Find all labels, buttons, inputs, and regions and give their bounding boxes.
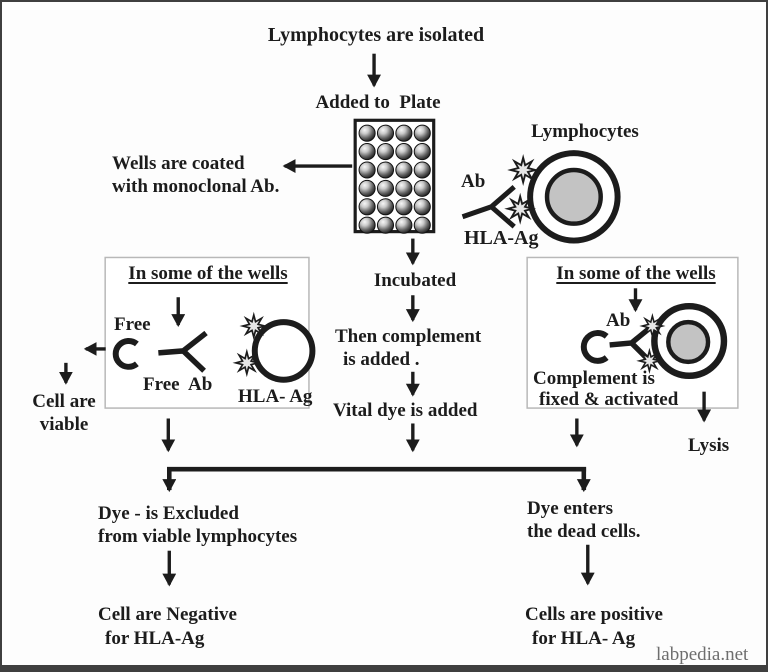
rightbox-illustration	[580, 302, 728, 379]
bottom-border-bar	[2, 665, 766, 670]
plate-well	[413, 124, 431, 142]
plate-well	[358, 179, 376, 197]
cell-viable-line2: viable	[39, 414, 89, 435]
plate-well	[376, 161, 395, 179]
leftbox-title: In some of the wells	[128, 263, 288, 284]
plate-well	[395, 179, 413, 197]
step-incubated: Incubated	[373, 270, 457, 291]
plate-well	[358, 198, 376, 216]
leftbox-hla-ag-label: HLA- Ag	[238, 386, 313, 407]
hla-antigen-burst-icon	[241, 314, 266, 338]
plate-well	[395, 216, 413, 234]
plate-well	[413, 198, 431, 216]
cell-viable-line1: Cell are	[32, 391, 96, 412]
rightbox-ab-label: Ab	[606, 310, 631, 331]
plate-wells	[358, 124, 431, 234]
cell-with-antigen	[251, 319, 316, 383]
hla-antigen-burst-icon	[506, 195, 534, 222]
step-complement-line2: is added .	[343, 349, 420, 370]
hla-antigen-burst-icon	[509, 156, 537, 184]
plate-well	[413, 143, 431, 161]
microtiter-plate	[353, 118, 436, 234]
leftbox-illustration	[112, 314, 316, 383]
plate-well	[413, 161, 431, 179]
wells-coated-line1: Wells are coated	[112, 153, 245, 174]
plate-well	[358, 216, 376, 234]
hla-antigen-burst-icon	[234, 351, 259, 375]
hla-antigen-burst-icon	[641, 315, 664, 337]
plate-well	[358, 161, 376, 179]
complement-fixed-line2: fixed & activated	[539, 389, 679, 410]
complement-fixed-line1: Complement is	[533, 368, 655, 389]
wells-coated-line2: with monoclonal Ab.	[112, 176, 280, 197]
plate-well	[395, 161, 413, 179]
plate-well	[413, 216, 431, 234]
plate-well	[376, 124, 395, 142]
negative-line2: from viable lymphocytes	[98, 526, 298, 547]
step-lymphocytes-isolated: Lymphocytes are isolated	[267, 24, 485, 46]
antibody-icon	[461, 185, 516, 229]
plate-well	[395, 124, 413, 142]
plate-well	[395, 198, 413, 216]
cell-nucleus	[544, 167, 603, 226]
step-vital-dye: Vital dye is added	[333, 400, 478, 421]
plate-well	[358, 124, 376, 142]
free-ab-label: Free Ab	[143, 374, 213, 395]
free-antibody-icon	[158, 330, 208, 373]
lymphocyte-cell-illustration	[461, 150, 621, 244]
rightbox-title: In some of the wells	[556, 263, 716, 284]
hla-ag-label: HLA-Ag	[464, 227, 539, 249]
negative-line1: Dye - is Excluded	[98, 503, 239, 524]
positive-line2: the dead cells.	[527, 521, 641, 542]
lysis-label: Lysis	[688, 435, 730, 456]
step-complement-line1: Then complement	[335, 326, 482, 347]
negative-result1: Cell are Negative	[98, 604, 237, 625]
negative-result2: for HLA-Ag	[105, 628, 205, 649]
step-added-to-plate: Added to Plate	[315, 92, 441, 113]
free-complement-icon	[112, 338, 139, 370]
free-complement-label: Free	[114, 314, 151, 335]
plate-well	[376, 198, 395, 216]
positive-result2: for HLA- Ag	[532, 628, 636, 649]
positive-line1: Dye enters	[527, 498, 613, 519]
ab-label: Ab	[461, 171, 486, 192]
plate-well	[358, 143, 376, 161]
plate-well	[376, 179, 395, 197]
cell-nucleus	[666, 319, 711, 365]
plate-well	[395, 143, 413, 161]
flow-arrows	[58, 53, 712, 587]
plate-well	[376, 143, 395, 161]
watermark: labpedia.net	[656, 644, 749, 665]
positive-result1: Cells are positive	[525, 604, 663, 625]
complement-icon	[580, 330, 609, 364]
lymphocytes-label: Lymphocytes	[531, 121, 639, 142]
plate-well	[413, 179, 431, 197]
plate-well	[376, 216, 395, 234]
